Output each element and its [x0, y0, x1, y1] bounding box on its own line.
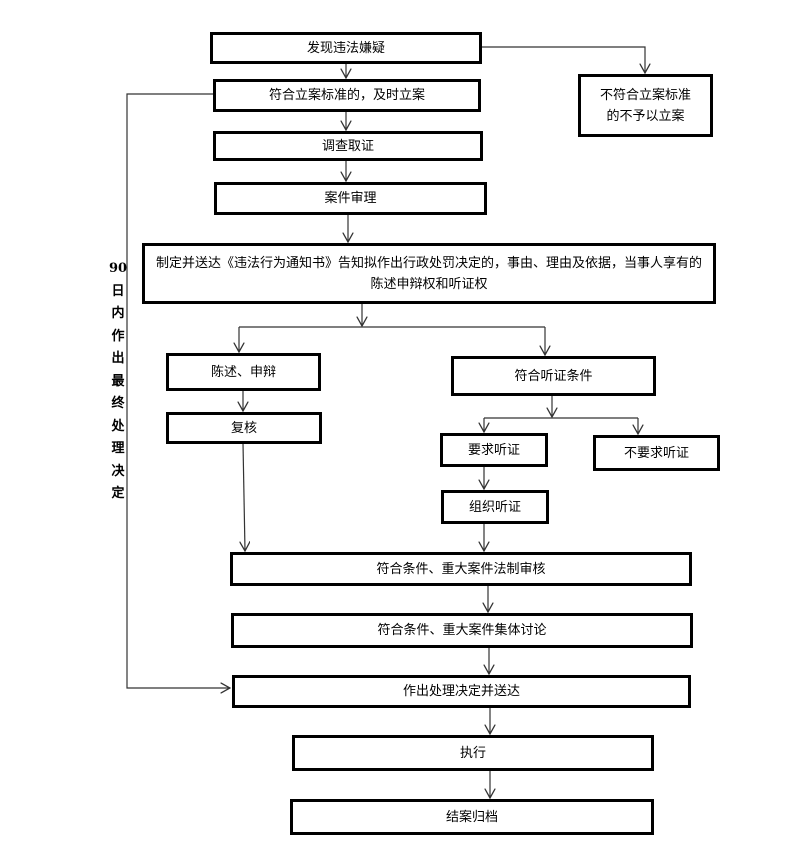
- node-recheck: 复核: [166, 412, 322, 444]
- node-discover: 发现违法嫌疑: [210, 32, 482, 64]
- node-review: 案件审理: [214, 182, 487, 215]
- edge-recheck-legal-review: [243, 442, 245, 551]
- node-legal-review: 符合条件、重大案件法制审核: [230, 552, 692, 586]
- node-investigate: 调查取证: [213, 131, 483, 161]
- node-decision: 作出处理决定并送达: [232, 675, 691, 708]
- node-organize-hearing: 组织听证: [441, 490, 549, 524]
- edge-discover-not-file: [482, 46, 645, 73]
- node-statement: 陈述、申辩: [166, 353, 321, 391]
- node-collective-discussion: 符合条件、重大案件集体讨论: [231, 613, 693, 648]
- node-execute: 执行: [292, 735, 654, 771]
- node-request-hearing: 要求听证: [440, 433, 548, 467]
- node-archive: 结案归档: [290, 799, 654, 835]
- node-not-file: 不符合立案标准的不予以立案: [578, 74, 713, 137]
- node-notice: 制定并送达《违法行为通知书》告知拟作出行政处罚决定的，事由、理由及依据，当事人享…: [142, 243, 716, 304]
- node-file-case: 符合立案标准的，及时立案: [213, 79, 481, 112]
- edge-file-case-decision: [126, 93, 230, 688]
- node-no-hearing: 不要求听证: [593, 435, 720, 471]
- node-hearing-condition: 符合听证条件: [451, 356, 656, 396]
